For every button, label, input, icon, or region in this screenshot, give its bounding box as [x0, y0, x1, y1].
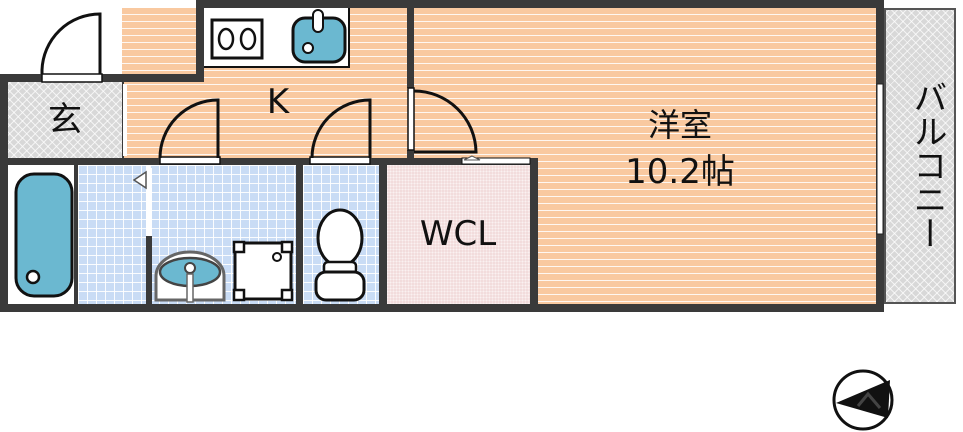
walk-in-closet-label: WCL	[419, 214, 497, 254]
stove-burners-icon	[210, 18, 264, 60]
kitchen-sink-icon	[291, 9, 347, 64]
balcony-area	[884, 8, 956, 304]
kitchen-label: K	[266, 82, 290, 122]
door-entrance-icon[interactable]	[38, 10, 108, 80]
door-washroom-icon[interactable]	[156, 96, 226, 160]
compass-north-arrow-icon	[832, 369, 894, 431]
walk-in-closet-area	[386, 164, 530, 304]
bathtub-icon	[14, 172, 74, 298]
door-western-room-icon[interactable]	[412, 88, 482, 164]
entrance-label: 玄	[48, 100, 82, 140]
entrance-area	[8, 82, 122, 158]
western-room-size: 10.2帖	[625, 152, 735, 192]
toilet-icon	[314, 208, 366, 302]
balcony-label: バルコニー	[907, 80, 947, 250]
bathroom-tile	[78, 165, 146, 305]
wash-basin-icon	[154, 250, 226, 303]
western-room-label: 洋室	[647, 106, 712, 144]
washing-machine-pan-icon	[232, 240, 294, 302]
door-toilet-icon[interactable]	[308, 96, 378, 160]
